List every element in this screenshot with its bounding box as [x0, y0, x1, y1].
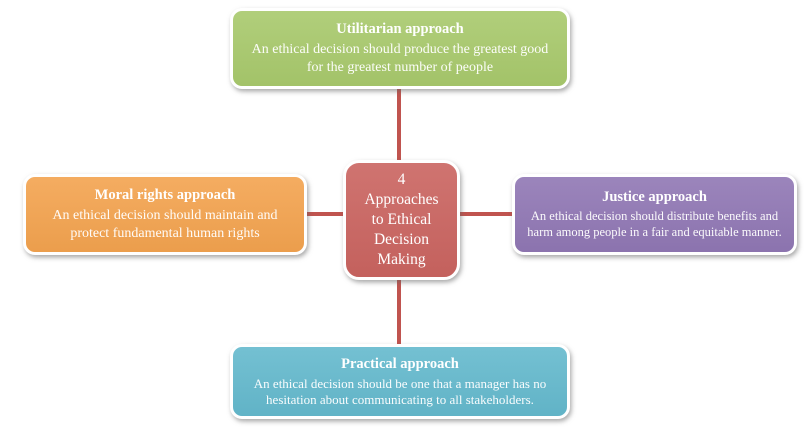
- connector-center-to-top: [397, 80, 401, 172]
- node-title: Practical approach: [341, 355, 459, 372]
- connector-center-to-bottom: [397, 268, 401, 354]
- node-title: Utilitarian approach: [336, 21, 464, 38]
- node-title: Moral rights approach: [94, 187, 236, 204]
- node-body: An ethical decision should be one that a…: [253, 375, 547, 407]
- node-body: An ethical decision should distribute be…: [527, 209, 782, 239]
- connector-center-to-right: [452, 212, 518, 216]
- node-moral-rights-approach: Moral rights approach An ethical decisio…: [23, 174, 307, 255]
- node-justice-approach: Justice approach An ethical decision sho…: [512, 174, 797, 255]
- node-practical-approach: Practical approach An ethical decision s…: [230, 344, 570, 419]
- node-title: Justice approach: [602, 189, 707, 206]
- connector-center-to-left: [298, 212, 352, 216]
- node-body: An ethical decision should maintain and …: [52, 208, 278, 241]
- node-utilitarian-approach: Utilitarian approach An ethical decision…: [230, 8, 570, 89]
- node-center-title: 4 Approaches to Ethical Decision Making: [343, 160, 460, 280]
- node-body: An ethical decision should produce the g…: [251, 42, 549, 75]
